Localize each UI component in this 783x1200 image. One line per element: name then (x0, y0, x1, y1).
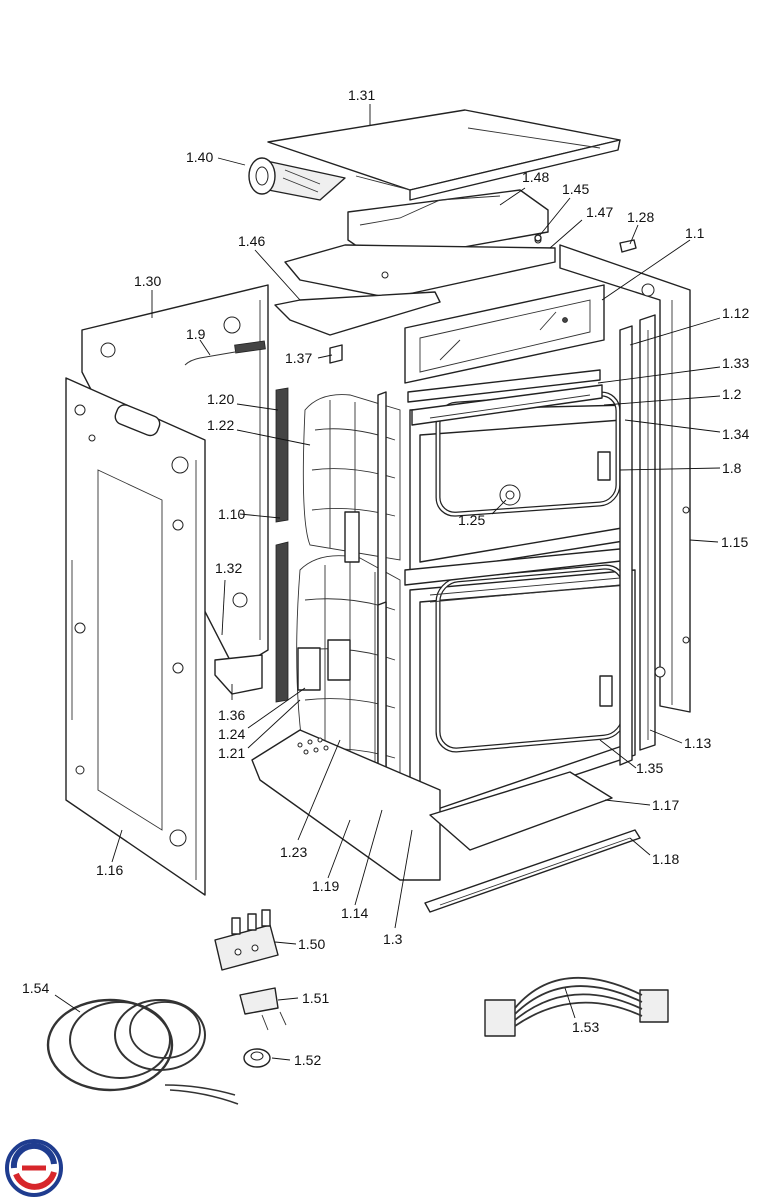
callout-1-34: 1.34 (722, 426, 749, 442)
left-vertical-strip-part (275, 387, 289, 703)
callout-1-22: 1.22 (207, 417, 234, 433)
tangential-fan-part (248, 157, 346, 201)
callout-1-51: 1.51 (302, 990, 329, 1006)
lower-oven-front-frame-part (409, 564, 636, 831)
control-panel-part (404, 284, 605, 384)
right-side-panel-part (559, 244, 691, 713)
callout-1-25: 1.25 (458, 512, 485, 528)
fan-housing-part (347, 189, 549, 263)
callout-1-15: 1.15 (721, 534, 748, 550)
callout-1-33: 1.33 (722, 355, 749, 371)
rear-post-part (639, 314, 656, 751)
callout-1-47: 1.47 (586, 204, 613, 220)
base-tray-part (251, 729, 441, 881)
upper-insulation-part (302, 394, 401, 561)
bottom-front-trim-part (424, 829, 641, 913)
callout-1-30: 1.30 (134, 273, 161, 289)
callout-1-37: 1.37 (285, 350, 312, 366)
callout-1-18: 1.18 (652, 851, 679, 867)
callout-1-48: 1.48 (522, 169, 549, 185)
callout-1-50: 1.50 (298, 936, 325, 952)
callout-1-24: 1.24 (218, 726, 245, 742)
callout-1-23: 1.23 (280, 844, 307, 860)
callout-1-40: 1.40 (186, 149, 213, 165)
callout-1-31: 1.31 (348, 87, 375, 103)
grommet-part (243, 1048, 271, 1068)
top-cover-part (267, 109, 621, 201)
callout-1-16: 1.16 (96, 862, 123, 878)
callout-1-2: 1.2 (722, 386, 742, 402)
wiring-harness-part (484, 976, 669, 1037)
drip-tray-part (429, 771, 613, 851)
heating-element-bracket-part (407, 369, 603, 426)
callout-1-46: 1.46 (238, 233, 265, 249)
wiring-loom-part (46, 998, 239, 1105)
callout-1-35: 1.35 (636, 760, 663, 776)
callout-1-17: 1.17 (652, 797, 679, 813)
callout-1-52: 1.52 (294, 1052, 321, 1068)
upper-oven-front-frame-part (409, 391, 631, 576)
left-outer-panel-part (65, 377, 206, 896)
callout-1-9: 1.9 (186, 326, 206, 342)
callout-1-45: 1.45 (562, 181, 589, 197)
right-side-trim-part (619, 325, 633, 766)
callout-1-21: 1.21 (218, 745, 245, 761)
callout-1-8: 1.8 (722, 460, 742, 476)
leader-lines (54, 104, 721, 1061)
brand-logo-icon (5, 1139, 63, 1197)
callout-labels: 1.31 1.40 1.48 1.45 1.47 1.28 1.1 1.46 1… (22, 87, 749, 1068)
callout-1-20: 1.20 (207, 391, 234, 407)
callout-1-36: 1.36 (218, 707, 245, 723)
duct-plate-part (274, 236, 556, 336)
callout-1-19: 1.19 (312, 878, 339, 894)
callout-1-54: 1.54 (22, 980, 49, 996)
screws-part (534, 234, 637, 253)
cable-clamp-part (239, 987, 287, 1031)
callout-1-32: 1.32 (215, 560, 242, 576)
door-spring-part (184, 340, 266, 366)
hinge-bracket-part (214, 654, 263, 695)
callout-1-10: 1.10 (218, 506, 245, 522)
callout-1-14: 1.14 (341, 905, 368, 921)
callout-1-53: 1.53 (572, 1019, 599, 1035)
terminal-block-part (214, 909, 279, 971)
callout-1-3: 1.3 (383, 931, 403, 947)
callout-1-28: 1.28 (627, 209, 654, 225)
callout-1-12: 1.12 (722, 305, 749, 321)
callout-1-13: 1.13 (684, 735, 711, 751)
callout-1-1: 1.1 (685, 225, 705, 241)
small-clip-part (329, 344, 343, 364)
